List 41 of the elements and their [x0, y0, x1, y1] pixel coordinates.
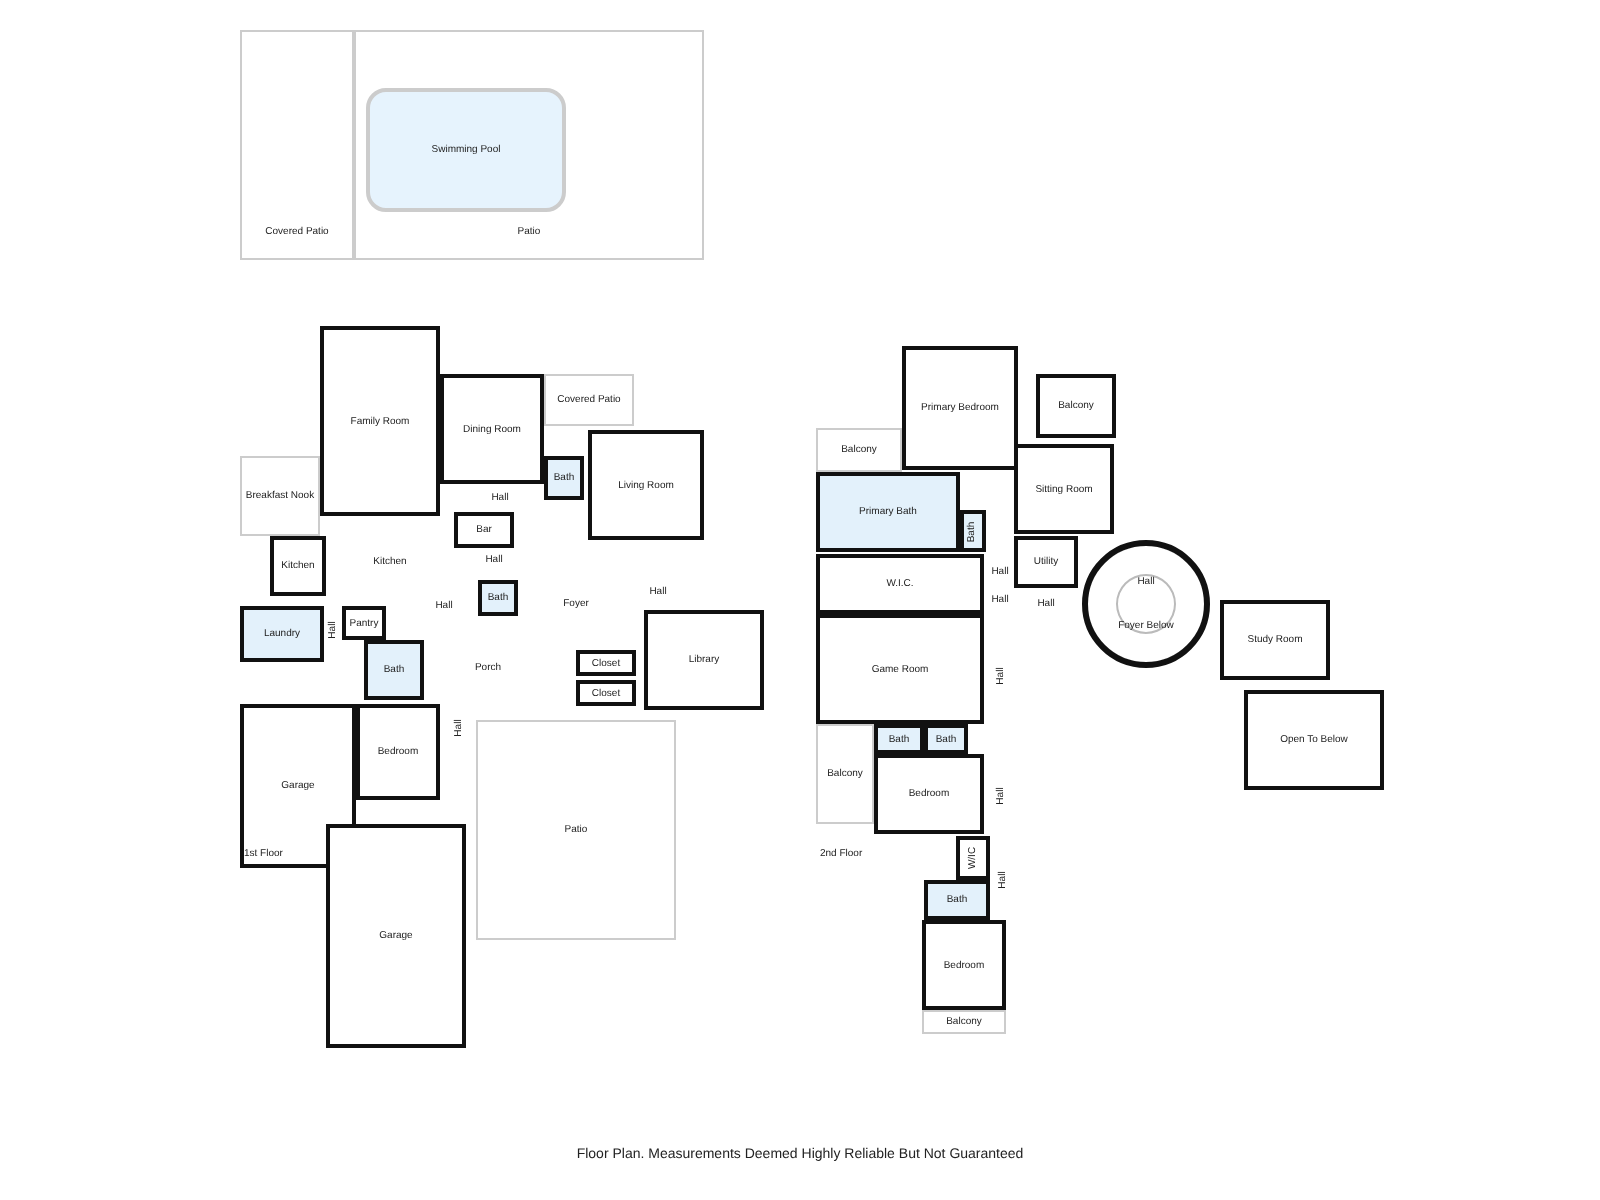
room	[576, 680, 636, 706]
outdoor-area	[240, 30, 354, 260]
wet-room	[924, 880, 990, 920]
outdoor-area	[816, 724, 874, 824]
room	[1014, 444, 1114, 534]
outdoor-area	[816, 428, 902, 472]
outdoor-area	[544, 374, 634, 426]
room	[240, 704, 356, 868]
room	[270, 536, 326, 596]
wet-room	[960, 510, 986, 552]
outdoor-area	[240, 456, 320, 536]
swimming-pool	[366, 88, 566, 212]
wet-room	[816, 472, 960, 552]
room	[440, 374, 544, 484]
room	[1220, 600, 1330, 680]
room	[1036, 374, 1116, 438]
wet-room	[544, 456, 584, 500]
wet-room	[924, 724, 968, 754]
wet-room	[478, 580, 518, 616]
room	[1244, 690, 1384, 790]
outdoor-area	[476, 720, 676, 940]
room	[956, 836, 990, 880]
room	[326, 824, 466, 1048]
wet-room	[364, 640, 424, 700]
room	[644, 610, 764, 710]
room	[922, 920, 1006, 1010]
room	[342, 606, 386, 640]
wet-room	[240, 606, 324, 662]
room	[874, 754, 984, 834]
wet-room	[874, 724, 924, 754]
room	[454, 512, 514, 548]
outdoor-area	[922, 1010, 1006, 1034]
room	[1014, 536, 1078, 588]
room	[588, 430, 704, 540]
room	[576, 650, 636, 676]
room	[320, 326, 440, 516]
room	[816, 554, 984, 614]
room	[902, 346, 1018, 470]
room	[816, 614, 984, 724]
room	[356, 704, 440, 800]
outdoor-area	[354, 30, 704, 260]
